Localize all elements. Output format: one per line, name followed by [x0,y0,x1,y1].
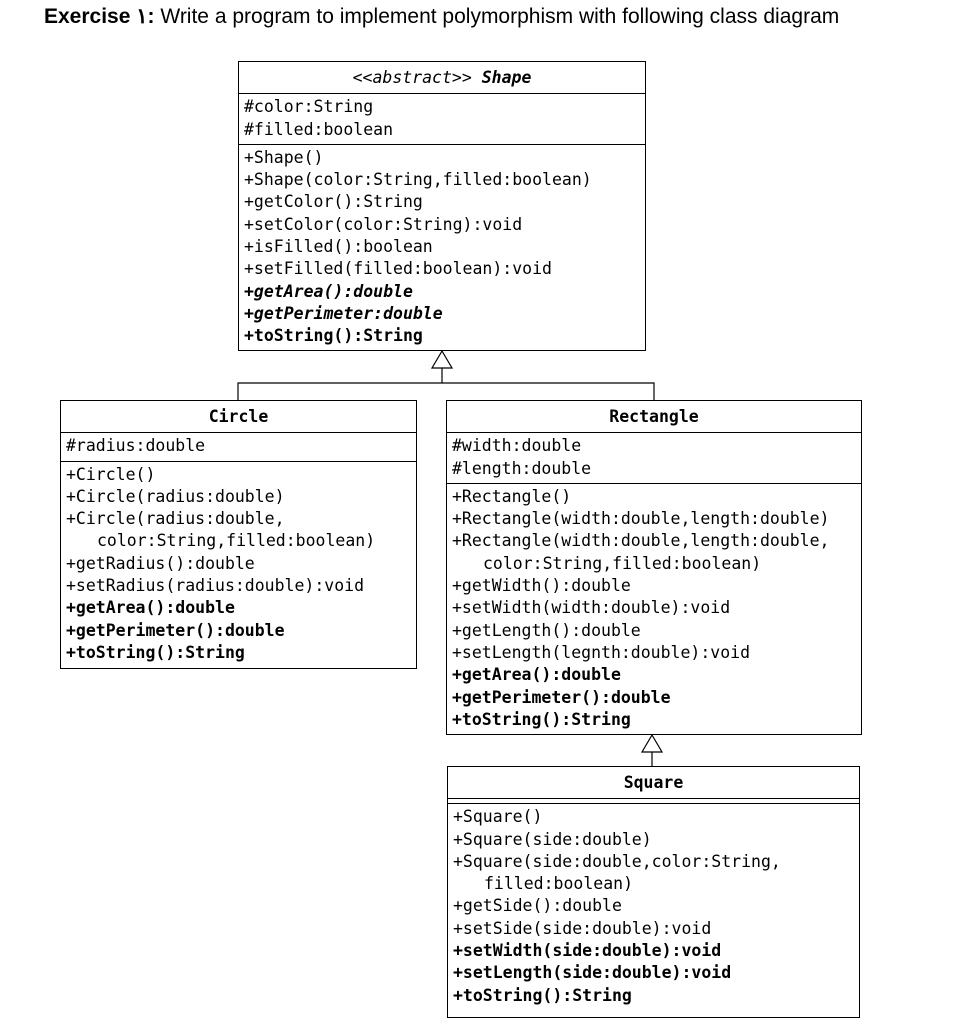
circle-method-continuation: color:String,filled:boolean) [97,531,376,551]
shape-method: +setFilled(filled:boolean):void [244,259,552,279]
rectangle-method: +getPerimeter():double [452,687,671,707]
circle-method: +Circle(radius:double, [66,509,285,529]
circle-inheritance-line [237,382,442,400]
exercise-instruction: Write a program to implement polymorphis… [160,5,840,28]
square-method: +Square(side:double,color:String, [453,851,781,871]
shape-abstract-method: +getPerimeter:double [244,303,443,323]
rectangle-method: +toString():String [452,709,631,729]
square-class: Square +Square() +Square(side:double) +S… [447,766,860,1018]
rectangle-method-continuation: color:String,filled:boolean) [483,553,762,573]
shape-method: +Shape() [244,147,324,167]
square-method: +setSide(side:double):void [453,918,712,938]
shape-generalization-arrowhead [430,349,454,369]
rectangle-class: Rectangle #width:double #length:double +… [446,400,862,735]
shape-methods: +Shape() +Shape(color:String,filled:bool… [239,143,645,351]
rectangle-attribute: #length:double [452,458,592,478]
circle-class-name: Circle [208,407,269,426]
circle-method: +Circle(radius:double) [66,486,285,506]
rectangle-inheritance-line [442,382,655,400]
square-method-continuation: filled:boolean) [484,874,634,894]
circle-method: +getRadius():double [66,553,255,573]
shape-attribute: #filled:boolean [244,119,394,139]
shape-attribute: #color:String [244,97,374,117]
rectangle-method: +setWidth(width:double):void [452,598,731,618]
circle-method: +toString():String [66,642,245,662]
rectangle-method: +Rectangle(width:double,length:double) [452,509,830,529]
rectangle-attribute: #width:double [452,436,582,456]
rectangle-method: +getWidth():double [452,576,631,596]
shape-class-name: Shape [481,68,532,87]
square-method: +getSide():double [453,896,622,916]
shape-class: <<abstract>> Shape #color:String #filled… [238,61,646,351]
circle-attributes: #radius:double [61,432,416,460]
shape-method: +setColor(color:String):void [244,214,523,234]
circle-methods: +Circle() +Circle(radius:double) +Circle… [61,460,416,668]
circle-method: +getArea():double [66,598,235,618]
shape-method: +toString():String [244,326,423,346]
shape-method: +getColor():String [244,192,423,212]
shape-attributes: #color:String #filled:boolean [239,93,645,144]
circle-method: +Circle() [66,464,156,484]
rectangle-method: +getLength():double [452,620,641,640]
shape-method: +Shape(color:String,filled:boolean) [244,170,592,190]
square-method: +toString():String [453,985,632,1005]
rectangle-method: +setLength(legnth:double):void [452,642,751,662]
circle-class: Circle #radius:double +Circle() +Circle(… [60,400,417,669]
square-methods: +Square() +Square(side:double) +Square(s… [448,803,859,1010]
square-class-name: Square [623,773,684,792]
rectangle-attributes: #width:double #length:double [447,432,861,483]
rectangle-method: +Rectangle() [452,486,572,506]
rectangle-methods: +Rectangle() +Rectangle(width:double,len… [447,482,861,734]
square-method: +setWidth(side:double):void [453,941,722,961]
shape-abstract-method: +getArea():double [244,281,413,301]
circle-attribute: #radius:double [66,436,206,456]
rectangle-generalization-arrowhead [640,733,664,753]
square-method: +Square() [453,807,543,827]
rectangle-method: +Rectangle(width:double,length:double, [452,531,830,551]
shape-stereotype: <<abstract>> [352,68,472,87]
shape-method: +isFilled():boolean [244,237,433,257]
square-method: +setLength(side:double):void [453,963,732,983]
shape-class-header: <<abstract>> Shape [239,62,645,93]
rectangle-method: +getArea():double [452,665,621,685]
circle-method: +getPerimeter():double [66,620,285,640]
square-attributes-empty [448,798,859,803]
rectangle-class-name: Rectangle [609,407,699,426]
circle-method: +setRadius(radius:double):void [66,576,365,596]
square-method: +Square(side:double) [453,829,652,849]
exercise-heading: Exercise ١: Write a program to implement… [44,4,839,29]
exercise-label: Exercise ١: [44,5,155,28]
